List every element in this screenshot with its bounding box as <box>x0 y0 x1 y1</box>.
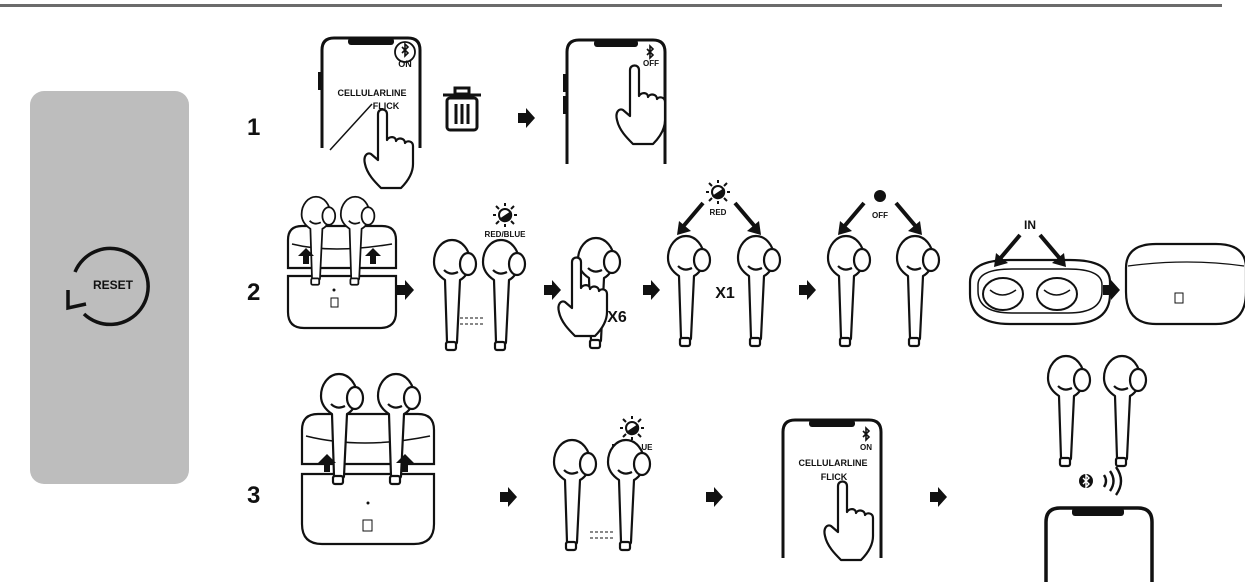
charging-case-open <box>286 195 398 330</box>
phone-bluetooth-on <box>318 36 422 151</box>
earbud-left <box>552 438 598 552</box>
arrow-icon <box>500 487 517 507</box>
earbud-right <box>736 234 782 348</box>
earbud-right <box>481 238 527 352</box>
step-number-3: 3 <box>247 482 261 509</box>
arrow-icon <box>643 280 660 300</box>
charging-case-open <box>300 372 436 546</box>
earbud-left <box>666 234 712 348</box>
reset-label: RESET <box>93 278 134 292</box>
light-icon <box>492 202 518 228</box>
arrow-icon <box>706 487 723 507</box>
phone-screen-top <box>1044 506 1154 582</box>
reset-panel <box>30 91 189 484</box>
arrow-icon <box>397 280 414 300</box>
arrow-icon <box>799 280 816 300</box>
bluetooth-icon <box>1079 473 1093 489</box>
earbud-right <box>895 234 941 348</box>
led1-label: RED/BLUE <box>485 230 527 239</box>
step-number-2: 2 <box>247 279 261 306</box>
top-divider <box>0 4 1222 7</box>
phone3-device-text: CELLULARLINE <box>799 458 868 468</box>
sound-waves-icon <box>1102 466 1123 496</box>
charging-case-closed <box>1124 242 1245 326</box>
arrow-icon <box>518 108 535 128</box>
led-off-icon <box>874 190 886 202</box>
charging-case-open-top <box>968 258 1112 326</box>
phone1-status-text: ON <box>398 59 412 69</box>
earbud-left <box>826 234 872 348</box>
phone3-device2-text: FLICK <box>821 472 848 482</box>
light-icon <box>705 179 731 205</box>
light-icon <box>619 415 645 441</box>
arrow-icon <box>930 487 947 507</box>
led3-label: OFF <box>872 211 888 220</box>
reset-arrow-icon <box>66 246 150 327</box>
earbud-right <box>606 438 652 552</box>
phone2-status-text: OFF <box>643 59 659 68</box>
earbud-left <box>1046 354 1092 468</box>
earbud-right <box>1102 354 1148 468</box>
led2-label: RED <box>710 208 727 217</box>
tap-count-text: X6 <box>607 309 627 326</box>
phone3-status-text: ON <box>860 443 872 452</box>
arrow-down-left <box>675 201 705 237</box>
phone1-device-text: CELLULARLINE <box>338 88 407 98</box>
arrow-down-right <box>894 201 924 237</box>
trash-icon <box>443 86 481 132</box>
arrow-down-right <box>733 201 763 237</box>
earbud-left <box>432 238 478 352</box>
arrow-down-left <box>836 201 866 237</box>
release-count-text: X1 <box>715 285 735 302</box>
insert-label: IN <box>1024 218 1036 232</box>
phone1-device2-text: FLICK <box>373 101 400 111</box>
arrow-icon <box>544 280 561 300</box>
step-number-1: 1 <box>247 114 261 141</box>
